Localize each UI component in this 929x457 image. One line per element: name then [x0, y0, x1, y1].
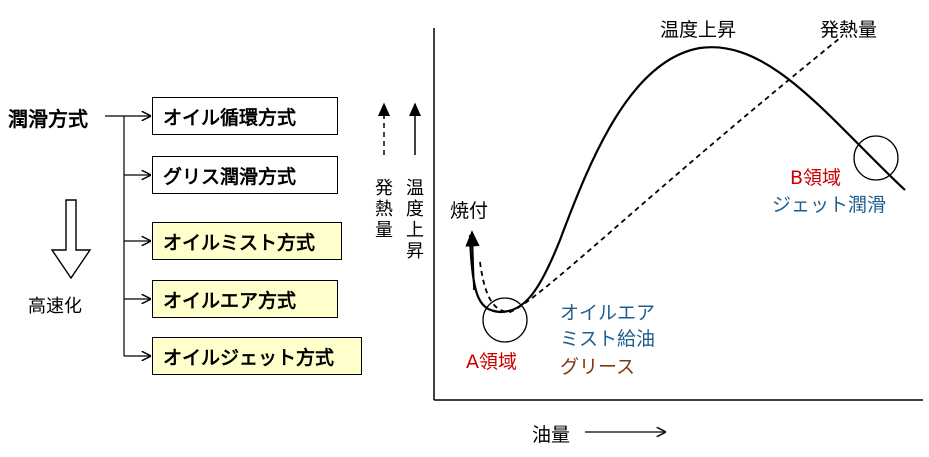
region-a-method-2: ミスト給油	[560, 328, 656, 350]
seizure-arrow	[465, 230, 480, 291]
region-b-circle	[853, 135, 899, 181]
region-a-circle	[482, 297, 528, 343]
heat-generation-curve	[479, 37, 841, 313]
speedup-label: 高速化	[28, 296, 82, 317]
region-a-label: A領域	[466, 351, 517, 373]
region-a-method-3: グリース	[560, 356, 636, 378]
lubrication-method-title: 潤滑方式	[8, 107, 88, 131]
x-axis-label: 油量	[532, 424, 571, 446]
method-label: オイルミスト方式	[163, 231, 316, 254]
curve-heat-label: 発熱量	[820, 19, 878, 41]
chart-frame	[433, 28, 923, 401]
method-oil-mist: オイルミスト方式	[152, 222, 342, 260]
method-oil-jet: オイルジェット方式	[152, 337, 362, 375]
tree-connectors	[105, 116, 150, 356]
seizure-label: 焼付	[450, 200, 489, 222]
y-label-temp: 温度上昇	[406, 178, 424, 262]
method-label: オイル循環方式	[163, 106, 297, 129]
region-a-method-1: オイルエア	[560, 302, 656, 324]
method-oil-circulation: オイル循環方式	[152, 97, 338, 135]
method-label: オイルジェット方式	[163, 346, 335, 369]
speedup-arrow-icon	[50, 199, 92, 280]
y-label-heat: 発熱量	[375, 178, 393, 241]
region-b-label: B領域	[790, 167, 842, 189]
curve-temp-label: 温度上昇	[660, 19, 737, 41]
method-label: オイルエア方式	[163, 289, 297, 312]
method-label: グリス潤滑方式	[163, 165, 297, 188]
method-oil-air: オイルエア方式	[152, 280, 338, 318]
method-grease: グリス潤滑方式	[152, 156, 338, 194]
region-b-method: ジェット潤滑	[772, 194, 887, 216]
